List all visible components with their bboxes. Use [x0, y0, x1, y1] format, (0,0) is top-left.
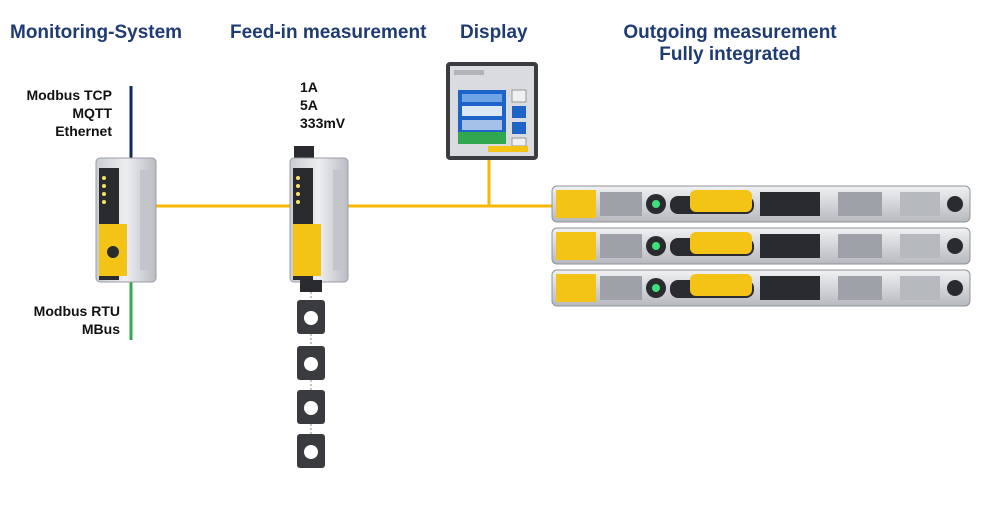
- rating-5a: 5A: [300, 97, 318, 113]
- rating-1a: 1A: [300, 79, 318, 95]
- title-feedin-measurement: Feed-in measurement: [230, 22, 427, 43]
- title-display: Display: [460, 22, 528, 43]
- fuse-switch-disconnector-2: [551, 227, 971, 265]
- protocol-mqtt: MQTT: [72, 105, 112, 121]
- fuse-switch-disconnector-1: [551, 185, 971, 223]
- title-outgoing-line1: Outgoing measurement: [623, 22, 837, 43]
- rating-333mv: 333mV: [300, 115, 346, 131]
- protocol-mbus: MBus: [81, 321, 120, 337]
- feedin-rating-labels: 1A 5A 333mV: [300, 78, 345, 132]
- protocol-modbus-tcp: Modbus TCP: [26, 87, 112, 103]
- feedin-module-device: [289, 146, 349, 292]
- fuse-switch-disconnector-3: [551, 269, 971, 307]
- protocol-ethernet: Ethernet: [55, 123, 112, 139]
- monitoring-module-device: [95, 157, 157, 283]
- bottom-protocol-labels: Modbus RTU MBus: [0, 302, 120, 338]
- current-transformer-2: [297, 334, 325, 380]
- current-transformer-1: [297, 292, 325, 334]
- protocol-modbus-rtu: Modbus RTU: [33, 303, 120, 319]
- top-protocol-labels: Modbus TCP MQTT Ethernet: [0, 86, 112, 140]
- current-transformer-4: [297, 424, 325, 468]
- title-outgoing-measurement: Outgoing measurement Fully integrated: [600, 22, 860, 66]
- display-panel-device: [446, 62, 538, 160]
- current-transformer-3: [297, 380, 325, 424]
- title-monitoring-system: Monitoring-System: [10, 22, 183, 43]
- title-outgoing-line2: Fully integrated: [659, 44, 801, 65]
